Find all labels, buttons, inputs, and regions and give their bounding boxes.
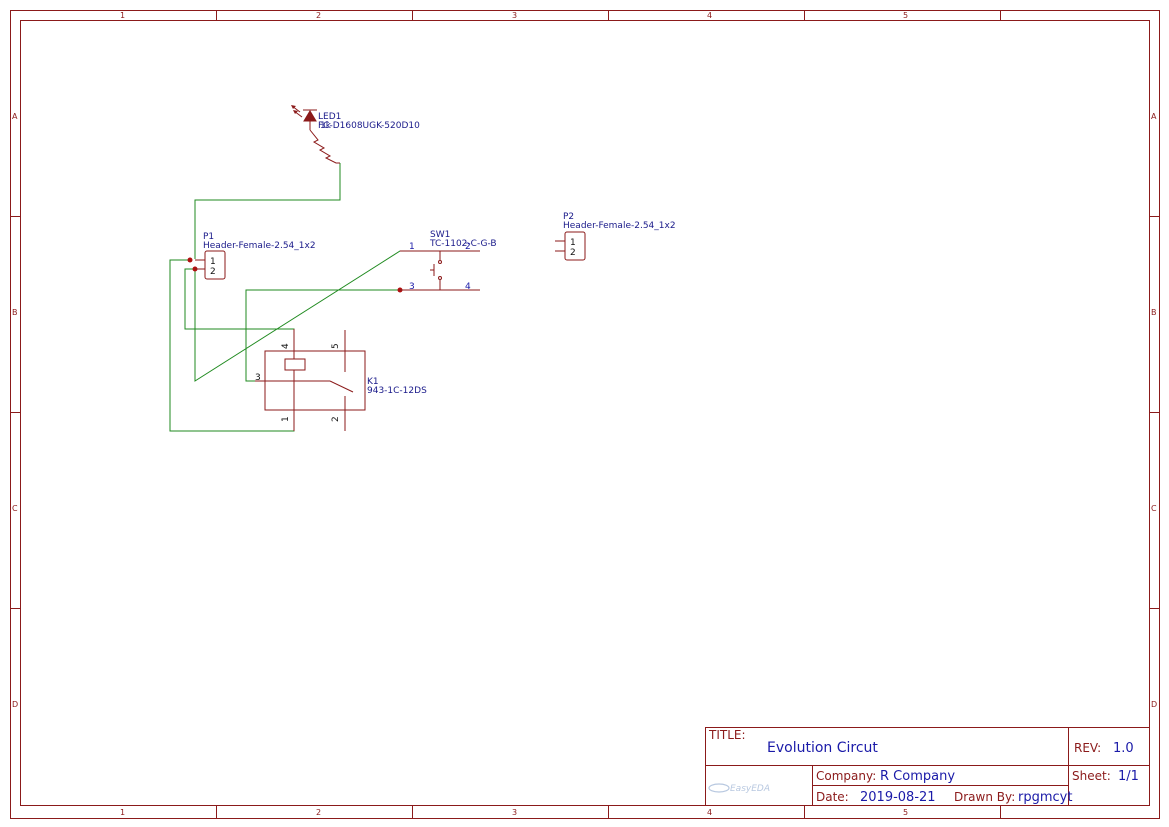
sheet-value: 1/1 <box>1118 769 1139 784</box>
switch-sw1[interactable]: 1 2 3 4 SW1 TC-1102-C-G-B <box>400 230 497 292</box>
title-label: TITLE: <box>708 728 746 742</box>
row-label-right-c: C <box>1151 504 1157 513</box>
date-value: 2019-08-21 <box>860 790 936 805</box>
k1-pin-4: 4 <box>281 343 291 349</box>
junction-p1-pin1 <box>187 257 193 263</box>
rev-label: REV: <box>1074 741 1101 755</box>
row-label-a: A <box>12 112 18 121</box>
p1-ref: P1 <box>203 232 214 242</box>
drawn-by-value: rpgmcyt <box>1018 790 1072 805</box>
col-label-5: 5 <box>903 11 908 20</box>
sw1-pin-2: 2 <box>465 242 471 252</box>
k1-pin-2: 2 <box>331 416 341 422</box>
k1-part: 943-1C-12DS <box>367 386 427 396</box>
wire-resistor-to-p1 <box>194 163 341 259</box>
row-label-right-a: A <box>1151 112 1157 121</box>
drawn-by-label: Drawn By: <box>954 790 1015 804</box>
header-p1[interactable]: 1 2 P1 Header-Female-2.54_1x2 <box>195 232 316 280</box>
resistor-symbol[interactable]: 1k <box>309 121 340 164</box>
wire-p1-to-sw1-pin1 <box>194 250 420 382</box>
sw1-pin-1: 1 <box>409 242 415 252</box>
row-label-d: D <box>12 700 18 709</box>
easyeda-logo: EasyEDA <box>708 783 770 794</box>
k1-ref: K1 <box>367 377 379 387</box>
row-label-c: C <box>12 504 18 513</box>
p2-ref: P2 <box>563 212 574 222</box>
sw1-part: TC-1102-C-G-B <box>429 239 497 249</box>
wire-sw1-pin3-to-k1-pin3 <box>245 289 400 382</box>
date-label: Date: <box>816 790 849 804</box>
k1-pin-1: 1 <box>281 416 291 422</box>
sw1-ref: SW1 <box>430 230 450 240</box>
col-label-4: 4 <box>707 11 712 20</box>
k1-pin-3: 3 <box>255 373 261 383</box>
rev-value: 1.0 <box>1113 741 1134 756</box>
header-p2[interactable]: 1 2 P2 Header-Female-2.54_1x2 <box>555 212 676 261</box>
row-label-right-b: B <box>1151 308 1157 317</box>
col-label-bottom-1: 1 <box>120 808 125 817</box>
col-label-bottom-5: 5 <box>903 808 908 817</box>
p2-pin-1: 1 <box>570 238 576 248</box>
wire-p1-pin2-to-k1-pin4 <box>184 268 295 345</box>
led-ref: LED1 <box>318 112 341 122</box>
title-block: TITLE: Evolution Circut REV: 1.0 Company… <box>705 727 1150 806</box>
junctions <box>187 257 403 293</box>
logo-text: EasyEDA <box>730 784 770 794</box>
relay-k1[interactable]: 4 5 1 2 3 K1 943-1C-12DS <box>255 329 427 431</box>
k1-pin-5: 5 <box>331 343 341 349</box>
p2-pin-2: 2 <box>570 248 576 258</box>
p1-pin-2: 2 <box>210 267 216 277</box>
col-label-bottom-4: 4 <box>707 808 712 817</box>
wire-p1-pin1-to-k1-pin1 <box>169 259 295 432</box>
p1-part: Header-Female-2.54_1x2 <box>203 241 316 251</box>
sheet-label: Sheet: <box>1072 769 1111 783</box>
sheet-frame: 1 2 3 4 5 1 2 3 4 5 A B C D A B C D <box>10 10 1160 819</box>
led-symbol[interactable]: LED1 FC-D1608UGK-520D10 <box>291 105 420 131</box>
row-label-right-d: D <box>1151 700 1157 709</box>
col-label-bottom-3: 3 <box>512 808 517 817</box>
col-label-3: 3 <box>512 11 517 20</box>
company-value: R Company <box>880 769 955 784</box>
col-label-1: 1 <box>120 11 125 20</box>
company-label: Company: <box>816 769 876 783</box>
p1-pin-1: 1 <box>210 257 216 267</box>
sw1-pin-3: 3 <box>409 282 415 292</box>
led-part: FC-D1608UGK-520D10 <box>318 121 420 131</box>
sw1-pin-4: 4 <box>465 282 471 292</box>
row-label-b: B <box>12 308 18 317</box>
p2-part: Header-Female-2.54_1x2 <box>563 221 676 231</box>
title-value: Evolution Circut <box>767 740 878 756</box>
col-label-bottom-2: 2 <box>316 808 321 817</box>
col-label-2: 2 <box>316 11 321 20</box>
resistor-value: 1k <box>320 121 332 131</box>
